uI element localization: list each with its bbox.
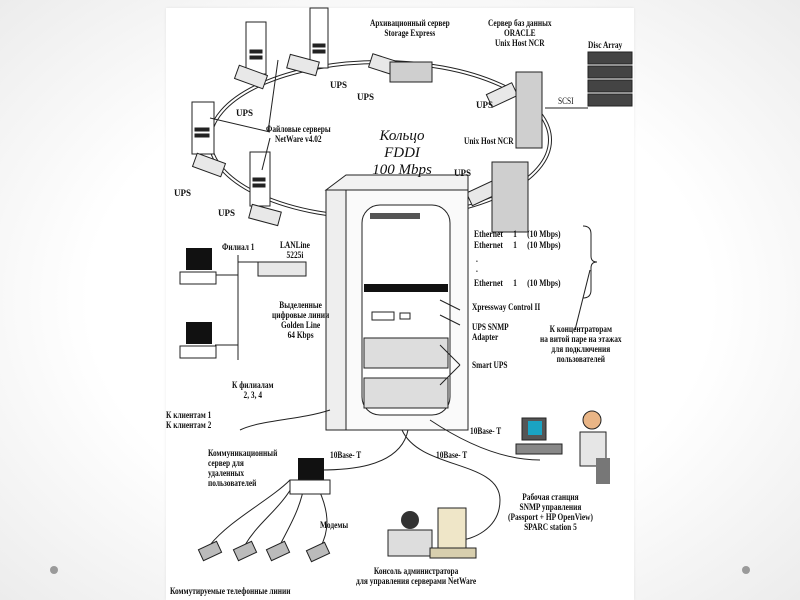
ellipsis: . [476, 254, 478, 264]
ethernet-name: Ethernet [474, 229, 503, 239]
label-line: Коммуникационный [208, 448, 278, 458]
label-line: сервер для [208, 458, 244, 468]
ethernet-row: Ethernet 1 (10 Mbps) [474, 229, 561, 239]
ethernet-name: Ethernet [474, 240, 503, 250]
ups-label: UPS [476, 100, 494, 110]
phone-lines-label: Коммутируемые телефонные линии [170, 586, 291, 596]
ups-label: UPS [218, 208, 236, 218]
ethernet-speed: (10 Mbps) [527, 229, 561, 239]
label-line: К концентраторам [549, 324, 613, 334]
ups-label: UPS [330, 80, 348, 90]
label-line: Adapter [472, 332, 499, 342]
label-line: UPS SNMP [472, 322, 509, 332]
disc-array [587, 51, 633, 107]
label-line: SNMP управления [519, 502, 582, 512]
label-line: для подключения [551, 344, 611, 354]
ethernet-row: Ethernet 1 (10 Mbps) [474, 240, 561, 250]
ups-label: UPS [236, 108, 254, 118]
file-server-tower [191, 7, 329, 207]
ups-unit [191, 53, 519, 227]
label-line: Сервер баз данных [488, 18, 552, 28]
label-line: SPARC station 5 [524, 522, 577, 532]
storage-express-server [389, 61, 433, 83]
ring-title-line: Кольцо [379, 128, 425, 144]
oracle-server [515, 71, 543, 149]
lanline-label: LANLine 5225i [280, 240, 310, 260]
label-line: Golden Line [281, 320, 321, 330]
ups-label: UPS [174, 188, 192, 198]
ethernet-num: 1 [513, 229, 517, 239]
ups-label: UPS [357, 92, 375, 102]
label-line: К филиалам [232, 380, 274, 390]
label-line: Архивационный сервер [370, 18, 450, 28]
comm-server-label: Коммуникационный сервер для удаленных по… [208, 448, 277, 488]
label-line: Unix Host NCR [494, 38, 545, 48]
concentrators-label: К концентраторам на витой паре на этажах… [540, 324, 622, 364]
label-line: 2, 3, 4 [243, 390, 263, 400]
label-line: 5225i [286, 250, 304, 260]
filial-label: Филиал 1 [222, 242, 255, 252]
ring-title-line: FDDI [384, 145, 420, 161]
label-line: (Passport + HP OpenView) [508, 512, 593, 522]
client-pc [179, 248, 331, 495]
slide-nav-dot-right [742, 566, 750, 574]
label-line: К клиентам 2 [166, 420, 212, 430]
base-t-label: 10Base- T [470, 426, 502, 436]
clients-label: К клиентам 1 К клиентам 2 [166, 410, 211, 430]
label-line: пользователей [208, 478, 257, 488]
lanline-modem [257, 261, 307, 277]
label-line: ORACLE [504, 28, 536, 38]
ups-label: UPS [454, 168, 472, 178]
label-line: Консоль администратора [373, 566, 459, 576]
workstation-label: Рабочая станция SNMP управления (Passpor… [508, 492, 593, 532]
ethernet-name: Ethernet [474, 278, 503, 288]
golden-line-label: Выделенные цифровые линии Golden Line 64… [272, 300, 329, 340]
base-t-label: 10Base- T [330, 450, 362, 460]
ethernet-brace [582, 225, 598, 299]
slide-nav-dot-left [50, 566, 58, 574]
oracle-server-label: Сервер баз данных ORACLE Unix Host NCR [488, 18, 552, 48]
archive-server-label: Архивационный сервер Storage Express [370, 18, 450, 38]
label-line: на витой паре на этажах [540, 334, 622, 344]
unix-host-label: Unix Host NCR [464, 136, 514, 146]
label-line: К клиентам 1 [166, 410, 212, 420]
xpressway-label: Xpressway Control II [472, 302, 541, 312]
label-line: LANLine [280, 240, 310, 250]
label-line: NetWare v4.02 [275, 134, 322, 144]
label-line: цифровые линии [272, 310, 330, 320]
label-line: Выделенные [279, 300, 322, 310]
scsi-label: SCSI [558, 96, 574, 106]
ups-snmp-label: UPS SNMP Adapter [472, 322, 509, 342]
ethernet-num: 1 [513, 240, 517, 250]
fddi-ring-title: Кольцо FDDI 100 Mbps [362, 128, 442, 179]
equipment-rack [324, 174, 469, 431]
disc-array-label: Disc Array [588, 40, 623, 50]
file-servers-label: Файловые серверы NetWare v4.02 [266, 124, 331, 144]
admin-console [387, 507, 477, 559]
console-label: Консоль администратора для управления се… [356, 566, 476, 586]
to-filials-label: К филиалам 2, 3, 4 [232, 380, 274, 400]
unix-host-server [491, 161, 529, 233]
label-line: для управления серверами NetWare [356, 576, 477, 586]
ethernet-speed: (10 Mbps) [527, 240, 561, 250]
label-line: Storage Express [384, 28, 436, 38]
base-t-label: 10Base- T [436, 450, 468, 460]
ring-title-line: 100 Mbps [372, 162, 432, 178]
ellipsis: . [476, 264, 478, 274]
label-line: Рабочая станция [522, 492, 579, 502]
ethernet-num: 1 [513, 278, 517, 288]
label-line: Файловые серверы [266, 124, 331, 134]
smart-ups-label: Smart UPS [472, 360, 508, 370]
label-line: удаленных [208, 468, 245, 478]
ethernet-speed: (10 Mbps) [527, 278, 561, 288]
snmp-workstation [515, 410, 610, 484]
ethernet-row: Ethernet 1 (10 Mbps) [474, 278, 561, 288]
modem [197, 540, 331, 563]
label-line: пользователей [556, 354, 605, 364]
label-line: 64 Kbps [287, 330, 314, 340]
modems-label: Модемы [320, 520, 349, 530]
